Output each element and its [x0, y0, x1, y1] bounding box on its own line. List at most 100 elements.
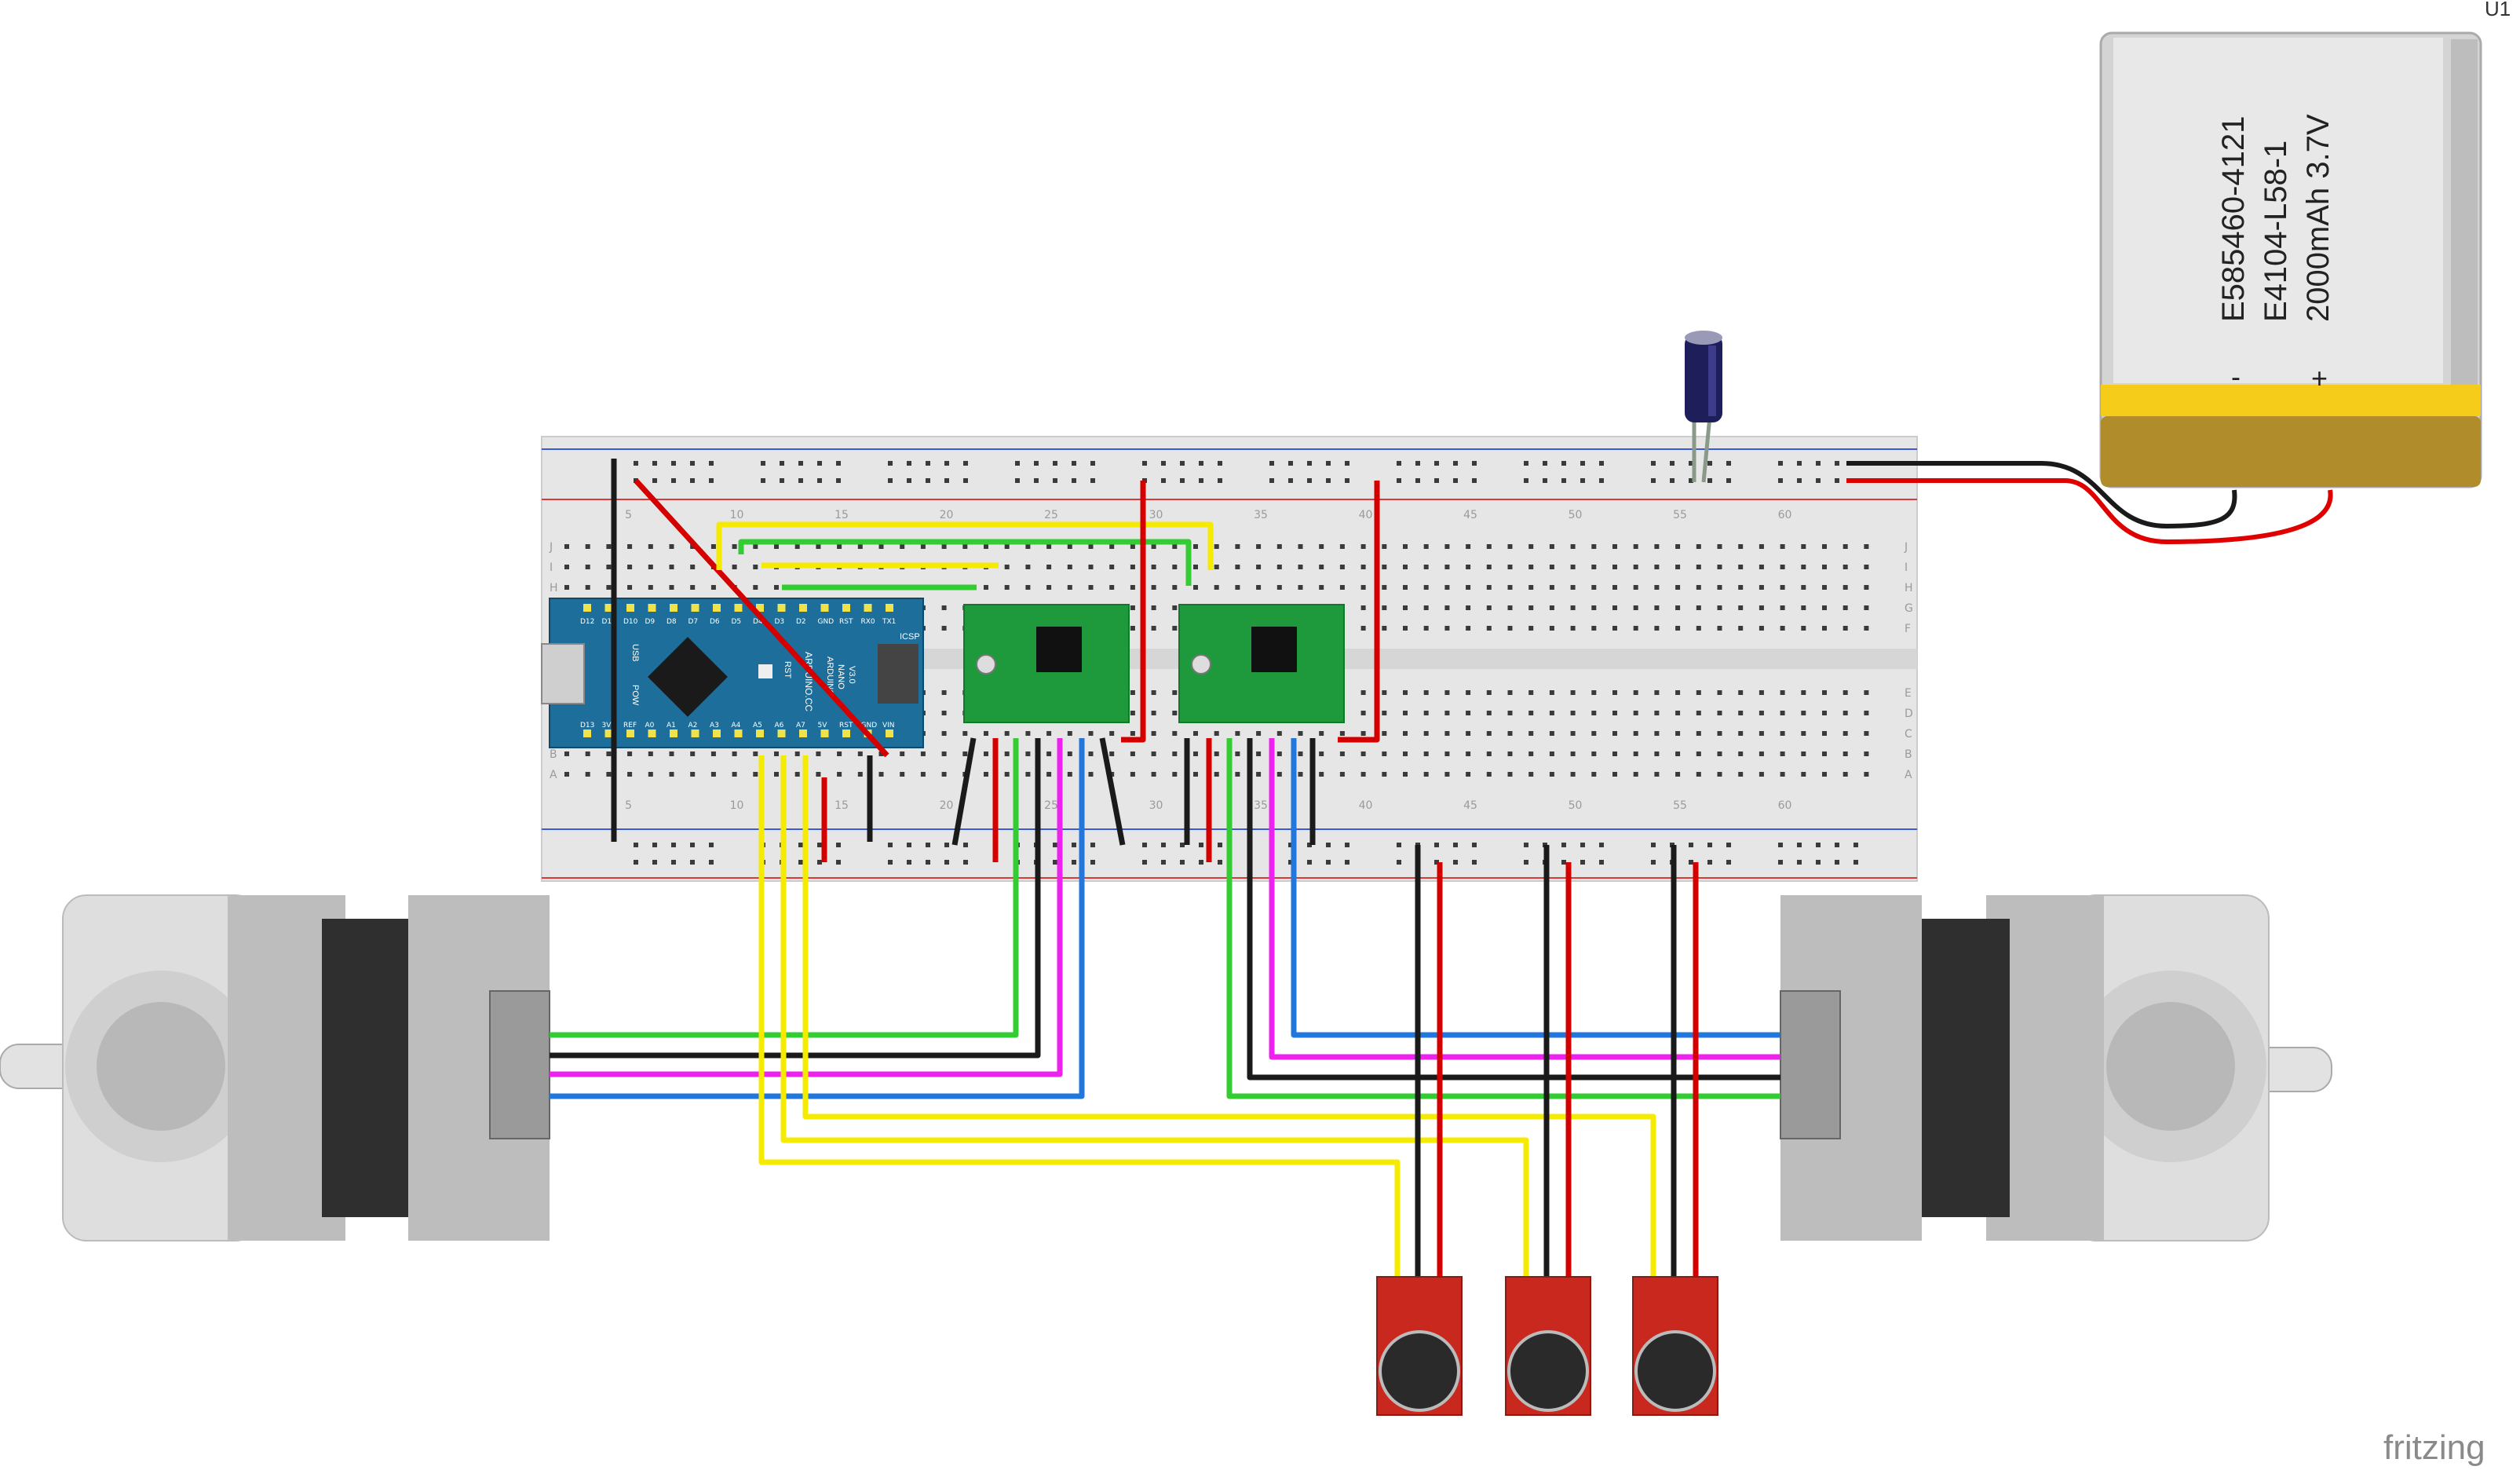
- column-number: 50: [1569, 509, 1583, 521]
- row-letter: C: [1905, 728, 1912, 740]
- battery-plus: +: [2311, 362, 2328, 394]
- wire-driver1-gnd2: [1099, 737, 1126, 846]
- column-number: 45: [1463, 799, 1477, 812]
- column-number: 30: [1149, 509, 1163, 521]
- column-number: 35: [1254, 509, 1268, 521]
- pin-pad: [777, 604, 786, 612]
- column-number: 20: [940, 509, 954, 521]
- pin-label: RST: [839, 618, 853, 626]
- pin-pad: [842, 604, 850, 612]
- wire-mic3-signal: [802, 755, 1656, 1288]
- battery-line1: E585460-4121: [2216, 116, 2251, 322]
- wire-driver1-gnd: [951, 737, 977, 846]
- column-number: 10: [730, 509, 744, 521]
- pin-label: D10: [623, 618, 638, 626]
- battery-positive-lead: [1846, 478, 2333, 545]
- pin-pad: [583, 730, 591, 737]
- pin-label: 5V: [818, 722, 828, 730]
- column-number: 20: [940, 799, 954, 812]
- pin-pad: [777, 730, 786, 737]
- pin-pad: [842, 730, 850, 737]
- pin-pad: [583, 604, 591, 612]
- pin-label: A0: [645, 722, 655, 730]
- wire-yellow-bridge: [716, 521, 1214, 570]
- column-number: 60: [1778, 799, 1792, 812]
- microphone-module-3: [1632, 1276, 1718, 1416]
- usb-label: USB: [630, 644, 640, 662]
- pin-pad: [713, 604, 721, 612]
- pin-label: D13: [580, 722, 594, 730]
- pin-label: D5: [732, 618, 742, 626]
- pin-label: D9: [645, 618, 656, 626]
- capacitor: [1685, 331, 1722, 483]
- pin-pad: [648, 730, 656, 737]
- row-letter: B: [550, 748, 557, 761]
- pin-label: A3: [710, 722, 719, 730]
- column-number: 45: [1463, 509, 1477, 521]
- column-number: 60: [1778, 509, 1792, 521]
- wire-motor-left-magenta: [550, 738, 1063, 1077]
- battery-ref: U1: [2485, 0, 2511, 20]
- pin-pad: [670, 730, 677, 737]
- row-letter: G: [1905, 602, 1913, 615]
- column-number: 35: [1254, 799, 1268, 812]
- pin-label: VIN: [882, 722, 895, 730]
- pin-label: A4: [732, 722, 741, 730]
- column-number: 40: [1359, 799, 1373, 812]
- wire-motor-right-magenta: [1269, 738, 1780, 1060]
- battery-line3: 2000mAh 3.7V: [2301, 114, 2336, 322]
- column-number: 15: [835, 509, 849, 521]
- icsp-header: [878, 644, 919, 704]
- pin-label: 3V3: [602, 722, 616, 730]
- pin-pad: [734, 730, 743, 737]
- row-letter: D: [1905, 708, 1913, 720]
- wire-motor-left-blue: [550, 738, 1085, 1099]
- microphone-module-1: [1376, 1276, 1463, 1416]
- arduino-brand: ARDUINO.CC: [803, 652, 814, 711]
- pin-label: TX1: [882, 618, 896, 626]
- wire-motor-right-green: [1226, 738, 1780, 1099]
- row-letter: J: [1904, 541, 1908, 554]
- column-number: 25: [1044, 509, 1058, 521]
- pin-label: REF: [623, 722, 637, 730]
- pin-pad: [820, 604, 829, 612]
- column-number: 50: [1569, 799, 1583, 812]
- column-number: 25: [1044, 799, 1058, 812]
- pin-label: D6: [710, 618, 720, 626]
- column-number: 10: [730, 799, 744, 812]
- wire-diagonal-power: [634, 478, 889, 758]
- row-letter: A: [1905, 769, 1912, 781]
- row-letter: A: [550, 769, 557, 781]
- row-letter: F: [1905, 623, 1911, 635]
- pin-pad: [713, 730, 721, 737]
- pin-pad: [864, 604, 872, 612]
- reset-button: [758, 664, 772, 678]
- row-letter: I: [550, 561, 553, 574]
- wire-mic2-signal: [780, 755, 1529, 1288]
- pin-pad: [756, 730, 764, 737]
- column-number: 5: [625, 509, 632, 521]
- pin-label: D3: [775, 618, 785, 626]
- stepper-motor-left: [0, 894, 550, 1241]
- pin-label: D11: [602, 618, 616, 626]
- wire-motor-left-black: [550, 738, 1041, 1059]
- pin-label: GND: [861, 722, 878, 730]
- stepper-driver-2: [1178, 604, 1345, 723]
- row-letter: H: [1905, 582, 1913, 594]
- battery-negative-lead: [1846, 461, 2237, 529]
- pin-label: D8: [667, 618, 677, 626]
- pin-pad: [626, 604, 634, 612]
- pin-pad: [626, 730, 634, 737]
- fritzing-watermark: fritzing: [2383, 1428, 2485, 1467]
- pin-label: D7: [688, 618, 699, 626]
- arduino-model-3: V3.0: [847, 666, 856, 684]
- column-number: 40: [1359, 509, 1373, 521]
- pin-label: RST: [839, 722, 853, 730]
- pin-label: D2: [796, 618, 806, 626]
- pin-label: A1: [667, 722, 676, 730]
- row-letter: B: [1905, 748, 1912, 761]
- pin-pad: [756, 604, 764, 612]
- icsp-label: ICSP: [900, 632, 920, 642]
- pin-label: A2: [688, 722, 698, 730]
